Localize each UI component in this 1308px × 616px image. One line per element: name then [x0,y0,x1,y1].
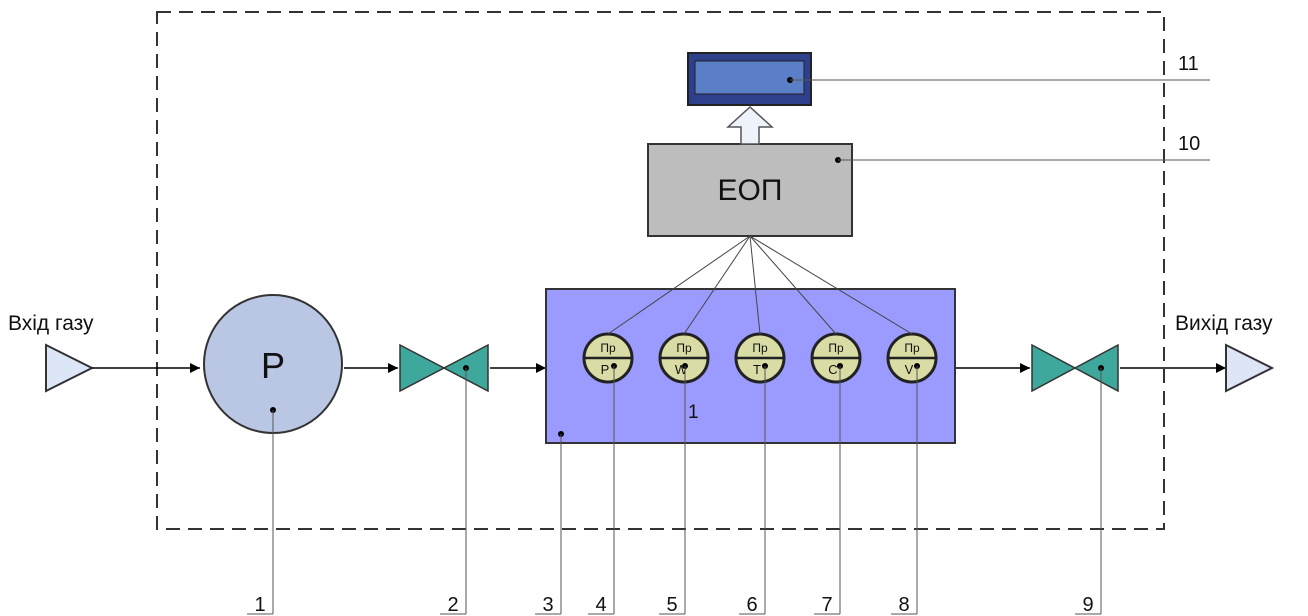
signal-line [683,235,751,335]
callout-number: 2 [447,594,458,616]
chamber-number: 1 [688,402,699,423]
sensor-bottom-label: T [753,362,761,377]
signal-lines [607,235,913,335]
callout-11: 11 [787,53,1210,83]
signal-line [607,235,751,335]
callout-number: 4 [595,594,606,616]
signal-line [749,235,913,335]
gas-outlet-icon [1225,343,1275,393]
regulator-label: P [261,345,285,386]
sensor-top-label: Пр [676,341,692,355]
signal-line [749,235,837,335]
output-arrow-icon [726,105,774,145]
callout-2: 2 [440,365,469,616]
callout-number: 7 [821,594,832,616]
callout-3: 3 [535,431,564,616]
callout-number: 3 [542,594,553,616]
callout-group: 1 2 3 4 5 6 7 8 9 10 11 [247,53,1210,616]
sensor-3: ПрT [734,332,786,384]
sensor-top-label: Пр [752,341,768,355]
callout-number: 11 [1178,53,1199,75]
callout-number: 10 [1178,133,1200,155]
sensor-top-label: Пр [600,341,616,355]
callout-8: 8 [891,363,920,616]
sensor-top-label: Пр [828,341,844,355]
system-boundary [156,11,1165,530]
sensor-bottom-label: V [905,362,914,377]
callout-number: 5 [666,594,677,616]
inlet-valve [399,343,489,393]
sensor-1: ПрP [582,332,634,384]
gas-in-label: Вхід газу [8,312,94,335]
sensor-top-label: Пр [904,341,920,355]
outlet-valve [1031,343,1119,393]
gas-out-label: Вихід газу [1175,312,1273,335]
sensor-4: ПрC [810,332,862,384]
sensor-2: ПрW [658,332,710,384]
display-screen [694,60,805,95]
processor-block [647,143,853,237]
callout-4: 4 [588,363,617,616]
callout-5: 5 [659,363,688,616]
callout-number: 8 [898,594,909,616]
callout-6: 6 [739,363,768,616]
callout-7: 7 [814,363,843,616]
callout-10: 10 [835,133,1210,163]
callout-number: 1 [254,594,265,616]
processor-label: ЕОП [718,174,783,207]
sensor-bottom-label: P [601,362,610,377]
sensor-bottom-label: C [828,362,837,377]
signal-line [749,235,761,335]
gas-inlet-icon [45,343,95,393]
callout-number: 9 [1082,594,1093,616]
callout-9: 9 [1075,365,1104,616]
sensor-5: ПрV [886,332,938,384]
callout-number: 6 [746,594,757,616]
callout-1: 1 [247,407,276,616]
